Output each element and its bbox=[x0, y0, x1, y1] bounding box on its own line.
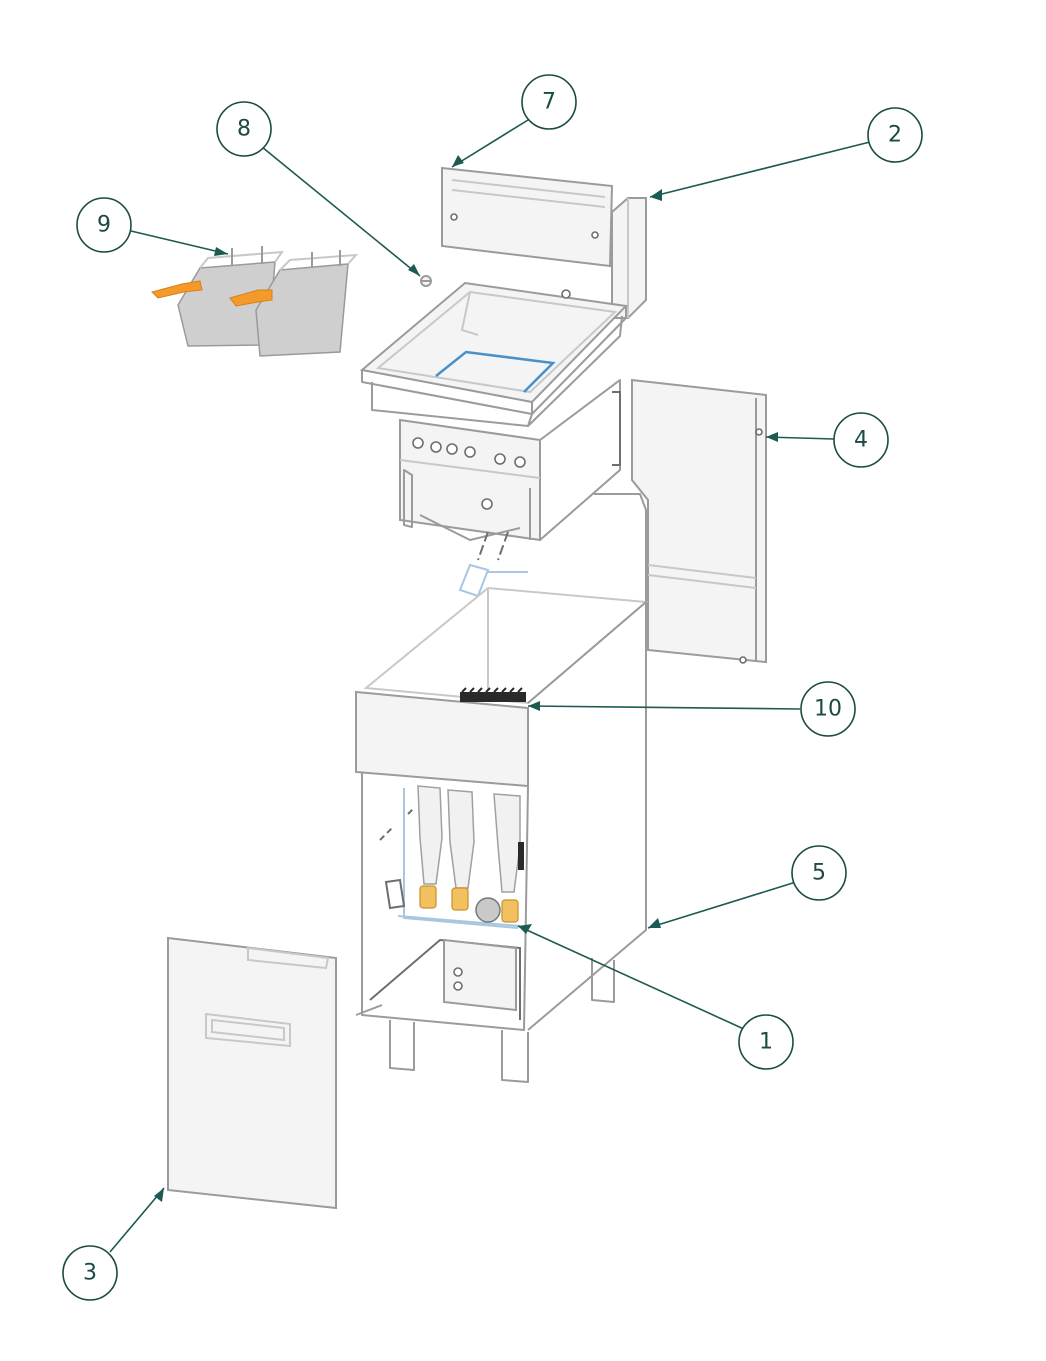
callout-label: 5 bbox=[812, 861, 826, 886]
callout-4: 4 bbox=[833, 412, 889, 468]
leader-3 bbox=[109, 1187, 165, 1253]
burner-tube-2 bbox=[447, 789, 475, 911]
leader-8 bbox=[261, 146, 421, 277]
top-cap-grille bbox=[460, 687, 526, 702]
burner-tube-3 bbox=[493, 793, 521, 923]
basket-handle-left bbox=[151, 280, 203, 299]
callout-2: 2 bbox=[867, 107, 923, 163]
callout-8: 8 bbox=[216, 101, 272, 157]
flue-riser bbox=[611, 197, 647, 319]
leader-lines bbox=[109, 119, 871, 1253]
leader-7 bbox=[451, 119, 529, 168]
callout-1: 1 bbox=[738, 1014, 794, 1070]
burner-assembly bbox=[379, 785, 524, 1012]
callout-label: 7 bbox=[542, 90, 556, 115]
callout-label: 2 bbox=[888, 123, 902, 148]
cabinet-legs bbox=[389, 958, 615, 1083]
fry-baskets bbox=[151, 246, 359, 357]
callout-label: 10 bbox=[814, 697, 842, 722]
callout-10: 10 bbox=[800, 681, 856, 737]
callout-5: 5 bbox=[791, 845, 847, 901]
callout-label: 9 bbox=[97, 213, 111, 238]
callout-7: 7 bbox=[521, 74, 577, 130]
basket-handle-right bbox=[229, 289, 273, 307]
backsplash bbox=[441, 166, 614, 268]
fry-basket-right bbox=[229, 250, 359, 357]
burner-tube-1 bbox=[417, 785, 443, 909]
control-knobs bbox=[412, 437, 526, 468]
callout-3: 3 bbox=[62, 1245, 118, 1301]
callout-label: 8 bbox=[237, 117, 251, 142]
leader-2 bbox=[649, 141, 871, 198]
callout-label: 1 bbox=[759, 1030, 773, 1055]
leader-9 bbox=[130, 230, 229, 255]
fry-basket-left bbox=[151, 246, 285, 347]
leader-10 bbox=[527, 705, 801, 710]
screw bbox=[420, 275, 432, 287]
callout-label: 4 bbox=[854, 428, 868, 453]
fry-pot-assembly bbox=[359, 281, 629, 598]
side-panel bbox=[631, 378, 767, 664]
callout-label: 3 bbox=[83, 1261, 97, 1286]
callout-9: 9 bbox=[76, 197, 132, 253]
leader-1 bbox=[517, 925, 747, 1031]
front-door bbox=[167, 936, 337, 1210]
leader-5 bbox=[647, 881, 797, 929]
fry-pot-opening bbox=[435, 350, 556, 393]
